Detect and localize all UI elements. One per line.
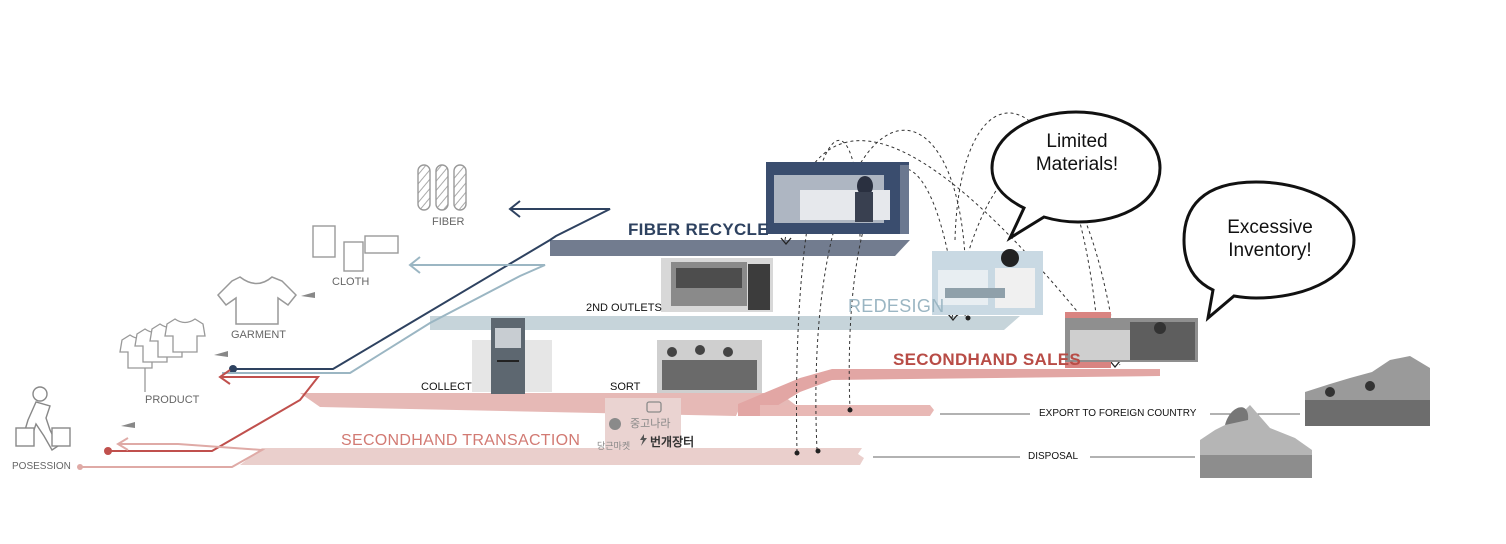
excessive-inventory-text: Excessive Inventory! (1210, 216, 1330, 262)
second-outlets-label: 2ND OUTLETS (586, 302, 662, 314)
redesign-band (430, 316, 1020, 330)
possession-icon (15, 386, 71, 451)
fiber-line-dot (229, 365, 237, 373)
transaction-line (80, 443, 266, 468)
fiber-recycle-band (550, 240, 910, 256)
product-icon (119, 318, 206, 392)
export-label: EXPORT TO FOREIGN COUNTRY (1039, 408, 1197, 419)
garment-label: GARMENT (231, 329, 286, 341)
apps-box (605, 398, 681, 450)
arc-endpoint-dots (794, 315, 971, 456)
limited-line2: Materials! (1035, 154, 1119, 175)
disposal-photo (1200, 405, 1312, 478)
disposal-label: DISPOSAL (1028, 451, 1079, 462)
fiber-recycle-line (233, 208, 611, 370)
cloth-icon (312, 225, 399, 272)
excessive-inventory-bubble (1182, 180, 1356, 322)
limited-line1: Limited (1046, 131, 1108, 152)
secondhand-sales-photo (1065, 312, 1198, 368)
carrot-market-label: 당근마켓 (597, 441, 631, 451)
excessive-line1: Excessive (1227, 217, 1313, 238)
fiber-label: FIBER (432, 216, 465, 228)
export-band (760, 405, 934, 416)
limited-materials-bubble (990, 110, 1162, 242)
excessive-line2: Inventory! (1228, 240, 1312, 261)
product-label: PRODUCT (145, 394, 200, 406)
collect-label: COLLECT (421, 381, 472, 393)
bungae-icon (640, 434, 647, 446)
collect-line (108, 376, 321, 452)
export-photo (1305, 356, 1430, 426)
fiber-recycle-photo (766, 162, 909, 234)
secondhand-transaction-title: SECONDHAND TRANSACTION (341, 432, 581, 449)
secondhand-transaction-band (240, 448, 864, 465)
joonggonara-label: 중고나라 (630, 418, 671, 430)
garment-icon (216, 276, 298, 325)
carrot-market-icon (609, 418, 621, 430)
sort-label: SORT (610, 381, 641, 393)
collect-band (300, 393, 798, 416)
limited-materials-text: Limited Materials! (1022, 130, 1132, 176)
possession-label: POSESSION (12, 461, 71, 472)
collect-line-dot (104, 447, 112, 455)
joonggonara-icon (646, 401, 662, 413)
fiber-icon (417, 164, 467, 211)
collect-photo (472, 318, 552, 394)
fiber-recycle-title: FIBER RECYCLE (628, 220, 769, 239)
redesign-line (222, 264, 546, 374)
redesign-photo (932, 249, 1043, 315)
cloth-label: CLOTH (332, 276, 370, 288)
bungae-label: 번개장터 (650, 435, 695, 449)
outlets-photo (661, 258, 773, 312)
secondhand-sales-band (738, 369, 1160, 416)
redesign-title: REDESIGN (848, 296, 945, 316)
sort-photo (657, 340, 762, 393)
secondhand-sales-title: SECONDHAND SALES (893, 350, 1082, 369)
transaction-line-dot (77, 464, 83, 470)
